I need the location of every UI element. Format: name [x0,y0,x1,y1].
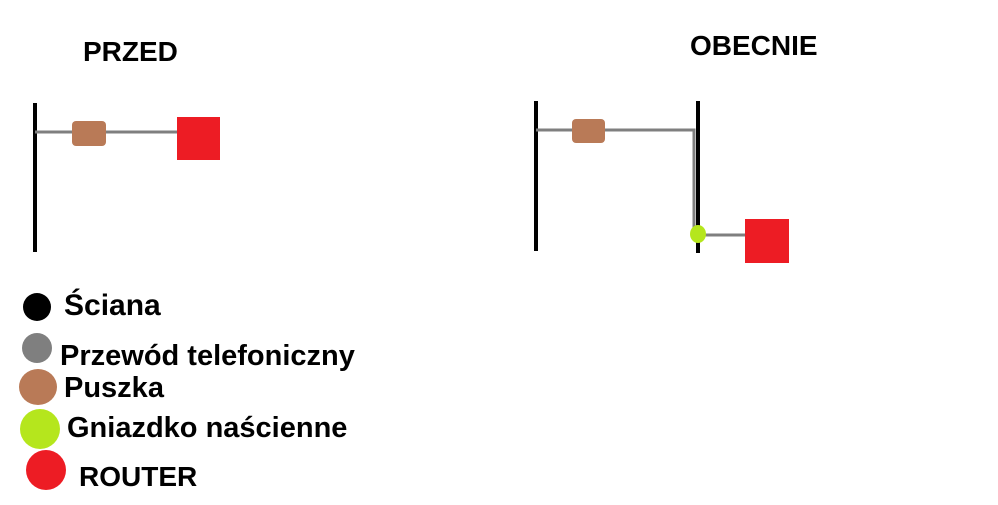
legend-dot-socket [20,409,60,449]
legend-dot-wall [23,293,51,321]
box-shape [72,121,106,146]
legend-label-cable: Przewód telefoniczny [60,340,355,372]
legend-dot-router [26,450,66,490]
legend-label-socket: Gniazdko naścienne [67,412,348,444]
legend-dot-cable [22,333,52,363]
socket-shape [690,225,706,243]
diagram-before [33,103,220,252]
title-now: OBECNIE [690,30,818,61]
legend-label-router: ROUTER [79,461,198,492]
title-before: PRZED [83,36,178,67]
cable-line [536,128,696,235]
legend-label-wall: Ściana [64,289,161,322]
box-shape [572,119,605,143]
diagram-now [534,101,789,263]
router-shape [177,117,220,160]
legend-dot-box [19,369,57,405]
router-shape [745,219,789,263]
legend-label-box: Puszka [64,372,164,404]
